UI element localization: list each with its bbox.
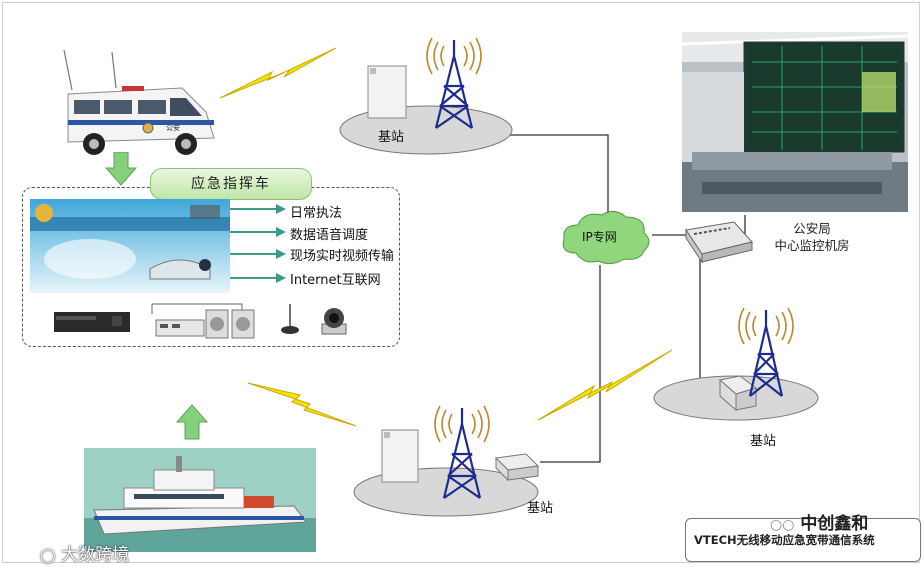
patrol-ship-photo xyxy=(84,448,316,552)
command-screen-image xyxy=(30,199,230,293)
base-station-right xyxy=(653,307,819,421)
control-center-line1: 公安局 xyxy=(793,221,831,236)
arrow-feature-2 xyxy=(230,227,286,237)
lightning-ship-bottom xyxy=(247,382,357,427)
arrow-feature-4 xyxy=(230,273,286,283)
signal-waves-icon xyxy=(434,405,490,443)
watermark-left: ◯ 大数跨境 xyxy=(40,540,129,565)
antenna-tower-icon xyxy=(748,310,784,397)
watermark-right: ○○ 中创鑫和 xyxy=(770,509,868,534)
control-center-label: 公安局 中心监控机房 xyxy=(742,220,882,254)
watermark-left-text: 大数跨境 xyxy=(61,545,130,565)
ip-cloud-icon xyxy=(562,211,650,265)
base-station-top-label: 基站 xyxy=(378,130,405,145)
signal-waves-icon xyxy=(426,37,482,75)
up-arrow-icon xyxy=(176,404,208,440)
control-room-photo xyxy=(682,32,908,212)
lightning-bottom-right xyxy=(537,349,673,421)
rack-server-icon xyxy=(54,312,130,332)
modem-unit-icon xyxy=(494,453,540,482)
caption-box xyxy=(685,518,921,562)
arrow-feature-3 xyxy=(230,249,286,259)
network-switch-icon xyxy=(685,221,753,264)
speaker-icon xyxy=(205,309,255,339)
feature-4: Internet互联网 xyxy=(290,273,381,288)
link-top-station-to-cloud xyxy=(505,134,609,220)
control-center-line2: 中心监控机房 xyxy=(774,238,850,253)
link-cloud-to-bottom-station xyxy=(540,265,601,463)
watermark-right-text: 中创鑫和 xyxy=(800,514,869,534)
lightning-van-top xyxy=(219,47,337,99)
system-caption: VTECH无线移动应急宽带通信系统 xyxy=(694,533,875,547)
van-text: 公安 xyxy=(166,123,180,132)
radio-unit-icon xyxy=(367,65,407,119)
antenna-tower-icon xyxy=(442,408,482,499)
radio-unit-icon xyxy=(381,429,419,483)
wechat-icon: ○○ xyxy=(770,517,795,533)
radio-unit-icon xyxy=(718,375,758,412)
down-arrow-icon xyxy=(105,152,137,186)
watermark-logo-icon: ◯ xyxy=(40,548,56,564)
feature-2: 数据语音调度 xyxy=(290,228,369,243)
ip-cloud-label: IP专网 xyxy=(582,230,617,244)
feature-3: 现场实时视频传输 xyxy=(290,249,395,264)
base-station-right-label: 基站 xyxy=(750,434,777,449)
police-van-icon: 公安 xyxy=(63,50,215,155)
base-station-bottom-label: 基站 xyxy=(527,501,554,516)
feature-1: 日常执法 xyxy=(290,206,343,221)
base-station-bottom xyxy=(353,405,540,517)
terminal-unit-icon xyxy=(155,319,205,337)
antenna-tower-icon xyxy=(434,40,474,129)
arrow-feature-1 xyxy=(230,204,286,214)
vehicle-equipment-row xyxy=(54,303,347,339)
base-station-top xyxy=(339,37,513,155)
command-vehicle-label: 应急指挥车 xyxy=(150,168,312,200)
signal-waves-icon xyxy=(738,307,794,345)
ptz-camera-icon xyxy=(321,308,347,335)
microphone-icon xyxy=(281,304,299,334)
